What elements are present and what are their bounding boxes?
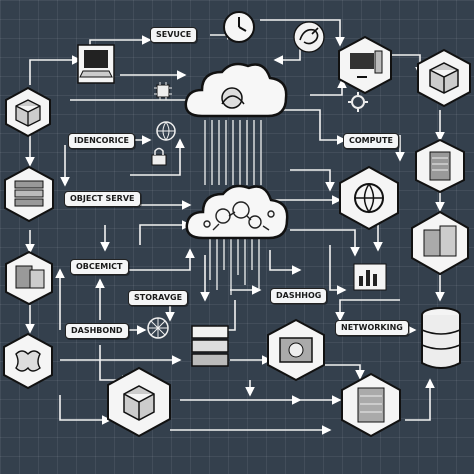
cloud-icon [185,184,289,240]
dashhog-label: DASHHOG [270,288,328,304]
service-label: SEVUCE [150,27,198,43]
box-icon [417,48,471,108]
networking-label: NETWORKING [335,320,409,336]
box-icon [5,86,51,138]
identity-label: IDENCORICE [68,133,135,149]
desktop-workstation-icon [338,35,392,95]
stopwatch-icon [223,11,255,43]
globe-icon [339,165,399,231]
cloud-icon [184,62,288,118]
server-rack-icon [341,372,401,438]
gear-icon [348,92,368,112]
box-icon [107,366,171,438]
globe-icon [156,121,176,141]
ferris-wheel-icon [147,317,169,339]
server-rack-icon [411,210,469,276]
object-serve-label: OBJECT SERVE [64,191,141,207]
stacked-layers-icon [4,165,54,223]
dashbond-label: DASHBOND [65,323,129,339]
hard-drive-icon [267,318,325,382]
lock-icon [151,147,167,166]
puzzle-icon [3,332,53,390]
laptop-icon [77,44,115,84]
storage-label: STORAVGE [128,290,189,306]
cpu-chip-icon [154,82,172,100]
compute-label: COMPUTE [343,133,399,149]
database-cylinder-icon [421,307,461,369]
dragon-emblem-icon [293,21,325,53]
obcemict-label: OBCEMICT [70,259,129,275]
stacked-layers-icon [191,325,229,367]
server-rack-icon [415,138,465,194]
bar-chart-icon [353,263,387,291]
server-rack-icon [5,250,53,306]
